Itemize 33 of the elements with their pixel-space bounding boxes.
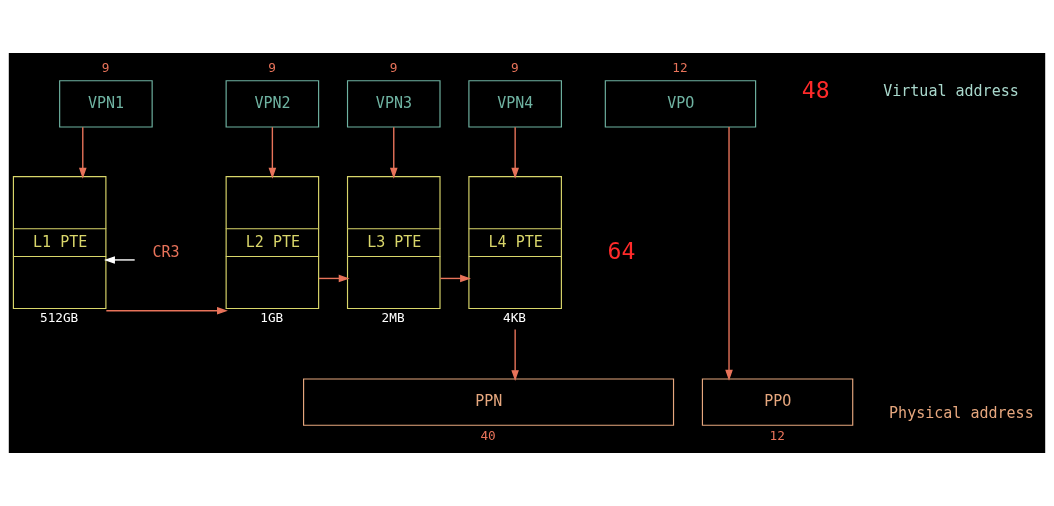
node-label: 4KB: [503, 310, 526, 326]
node-box: VPO: [604, 80, 757, 128]
arrow: [511, 126, 519, 179]
arrow: [105, 307, 228, 315]
node-box: VPN2: [225, 80, 320, 128]
node-box: PPN: [303, 378, 675, 426]
node-label: 12: [672, 60, 688, 76]
node-label: 512GB: [40, 310, 79, 326]
node-label: 1GB: [260, 310, 284, 326]
node-label: 12: [769, 428, 785, 444]
node-label: 40: [480, 428, 496, 444]
node-text: CR3: [152, 242, 180, 261]
label: 48: [801, 77, 830, 104]
node-label: 9: [268, 60, 276, 76]
node-label: 9: [511, 60, 519, 76]
node-label: 9: [389, 60, 398, 76]
arrow: [268, 126, 277, 179]
arrow: [511, 328, 519, 382]
node-box: VPN1: [59, 80, 153, 128]
node-label: 9: [101, 60, 110, 76]
arrow: [389, 126, 398, 179]
arrow: [78, 126, 87, 179]
node-box: PPO: [701, 378, 854, 426]
arrow: [318, 274, 350, 283]
node-box: VPN4: [468, 80, 562, 128]
arrow: [725, 126, 733, 381]
label: Virtual address: [883, 82, 1019, 101]
arrow: [439, 274, 471, 283]
node-label: 2MB: [381, 310, 405, 326]
label: 64: [607, 237, 636, 264]
arrow: [104, 256, 136, 264]
label: Physical address: [889, 403, 1034, 422]
node-box: VPN3: [346, 80, 441, 128]
